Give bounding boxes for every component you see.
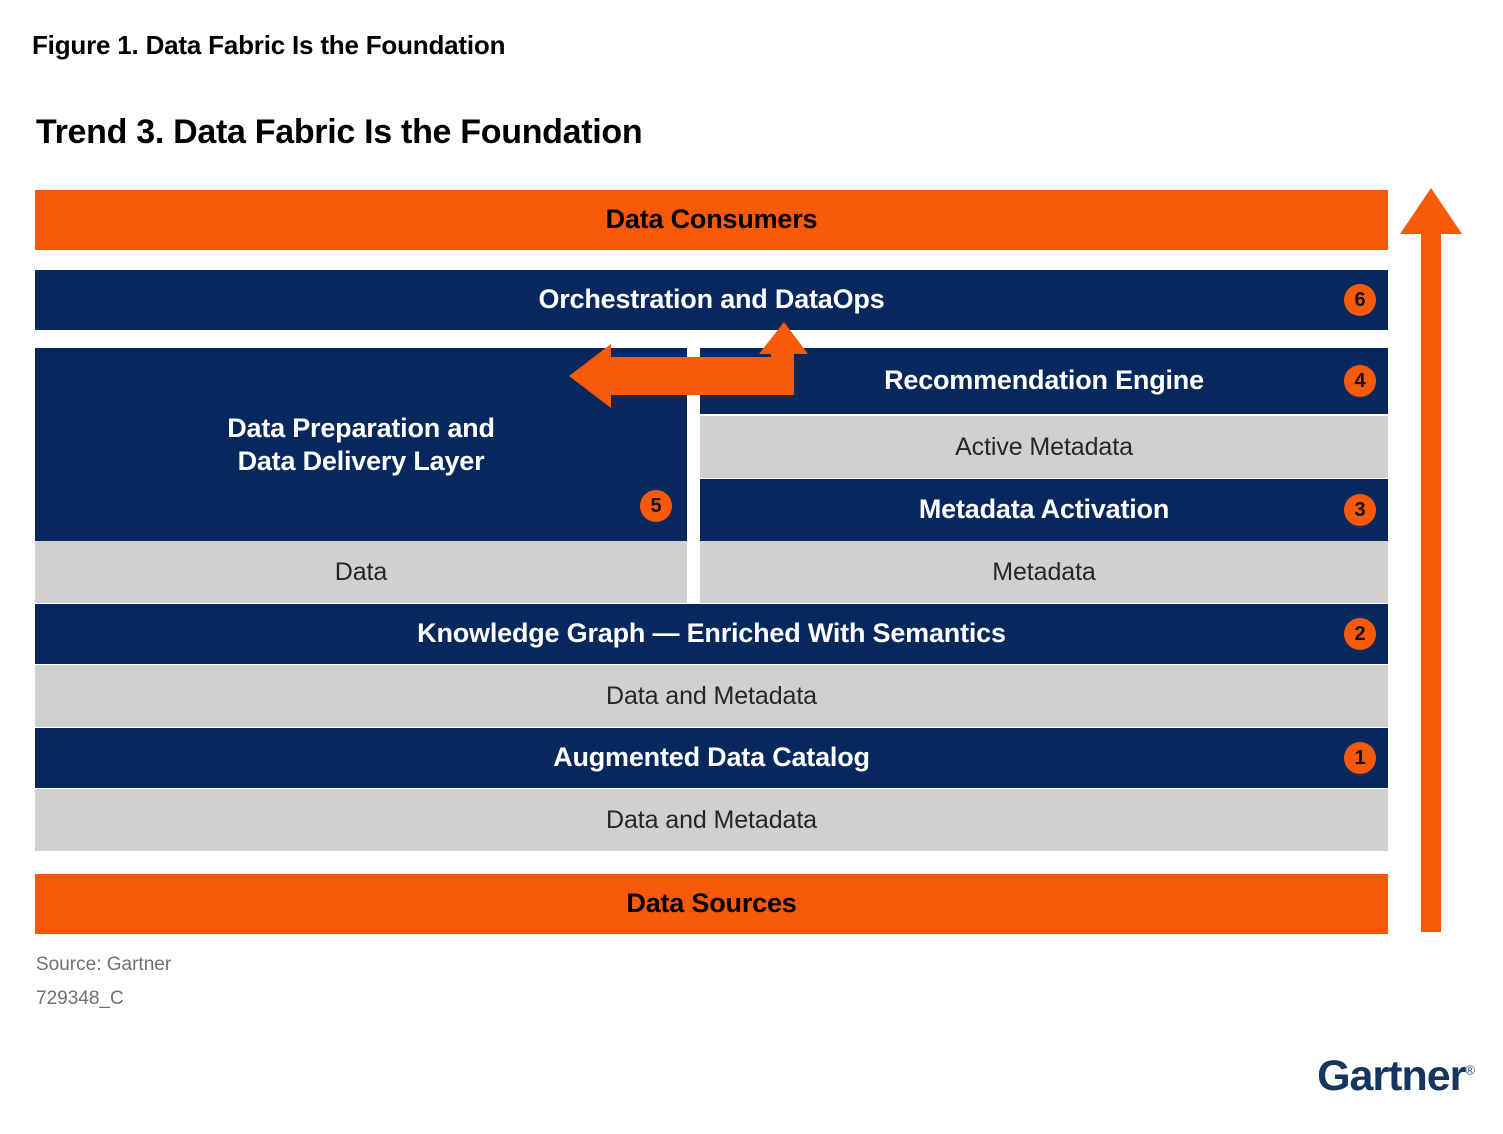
band-active-metadata-label: Active Metadata (955, 432, 1133, 461)
band-metadata-activation[interactable]: Metadata Activation (700, 479, 1388, 541)
band-orchestration-dataops-label: Orchestration and DataOps (538, 284, 885, 315)
band-data-flow-left-label: Data (334, 557, 388, 586)
up-arrow-icon (1400, 188, 1462, 932)
band-data-sources[interactable]: Data Sources (35, 874, 1388, 934)
band-data-and-metadata-lower-label: Data and Metadata (606, 805, 817, 834)
gartner-logo-text: Gartner (1317, 1052, 1466, 1100)
band-knowledge-graph[interactable]: Knowledge Graph — Enriched With Semantic… (35, 604, 1388, 664)
badge-4: 4 (1344, 365, 1376, 397)
band-metadata-flow-right[interactable]: Metadata (700, 541, 1388, 603)
figure-caption: Figure 1. Data Fabric Is the Foundation (32, 30, 506, 60)
band-data-and-metadata-upper-label: Data and Metadata (606, 681, 817, 710)
band-data-preparation-line2: Data Delivery Layer (237, 445, 485, 476)
registered-trademark-icon: ® (1465, 1062, 1475, 1078)
band-data-sources-label: Data Sources (626, 888, 797, 919)
page-title: Trend 3. Data Fabric Is the Foundation (36, 113, 643, 151)
band-data-consumers[interactable]: Data Consumers (35, 190, 1388, 250)
badge-5: 5 (640, 490, 672, 522)
badge-6: 6 (1344, 284, 1376, 316)
band-recommendation-engine-label: Recommendation Engine (884, 365, 1204, 396)
badge-2: 2 (1344, 618, 1376, 650)
band-knowledge-graph-label: Knowledge Graph — Enriched With Semantic… (417, 618, 1006, 649)
band-metadata-flow-right-label: Metadata (992, 557, 1096, 586)
band-metadata-activation-label: Metadata Activation (918, 494, 1170, 525)
band-augmented-data-catalog-label: Augmented Data Catalog (553, 742, 870, 773)
band-active-metadata[interactable]: Active Metadata (700, 416, 1388, 478)
band-data-and-metadata-upper[interactable]: Data and Metadata (35, 665, 1388, 727)
document-id: 729348_C (36, 988, 124, 1009)
band-data-and-metadata-lower[interactable]: Data and Metadata (35, 789, 1388, 851)
left-and-up-arrow-icon (569, 322, 808, 408)
band-data-consumers-label: Data Consumers (605, 204, 818, 235)
gartner-logo: Gartner® (1317, 1052, 1475, 1101)
badge-3: 3 (1344, 494, 1376, 526)
badge-1: 1 (1344, 742, 1376, 774)
source-attribution: Source: Gartner (36, 954, 172, 975)
band-data-preparation-line1: Data Preparation and (227, 412, 495, 443)
band-augmented-data-catalog[interactable]: Augmented Data Catalog (35, 728, 1388, 788)
band-data-flow-left[interactable]: Data (35, 541, 687, 603)
